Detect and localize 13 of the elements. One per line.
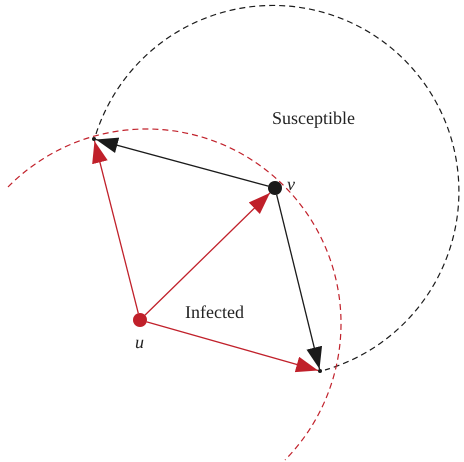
intersection-point — [318, 369, 322, 373]
region-label: Susceptible — [272, 108, 355, 129]
point-label: v — [287, 174, 295, 195]
arrow — [96, 136, 268, 187]
arrow — [276, 194, 324, 370]
region-label: Infected — [185, 302, 244, 323]
arrow — [90, 140, 139, 314]
arrow — [146, 321, 318, 374]
arrow — [144, 192, 270, 316]
point-label: u — [135, 332, 144, 353]
intersection-point — [92, 137, 96, 141]
point-dot — [133, 313, 147, 327]
point-dot — [268, 181, 282, 195]
